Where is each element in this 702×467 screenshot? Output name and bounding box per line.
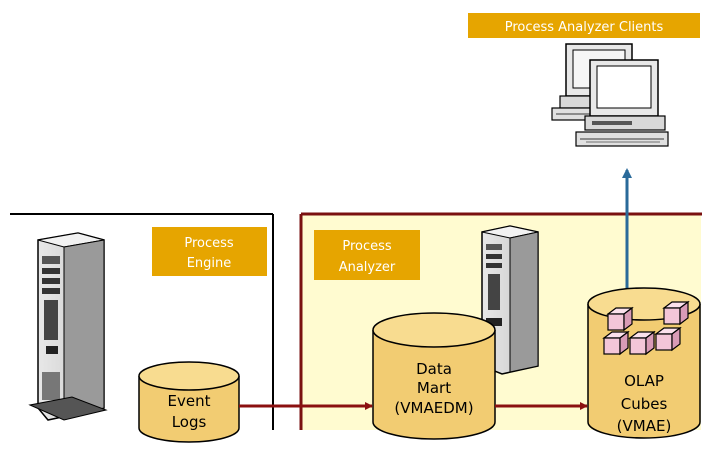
data-mart-line2: Mart xyxy=(417,379,451,397)
analyzer-label-line2: Analyzer xyxy=(339,260,396,275)
event-logs-cylinder: Event Logs xyxy=(138,361,240,443)
olap-line3: (VMAE) xyxy=(617,417,672,435)
data-mart-line1: Data xyxy=(416,360,452,378)
server-tower-icon xyxy=(28,232,108,421)
data-mart-line3: (VMAEDM) xyxy=(394,399,473,417)
engine-label-line1: Process xyxy=(184,236,234,251)
event-logs-line1: Event xyxy=(168,392,211,410)
event-logs-line2: Logs xyxy=(172,413,207,431)
clients-label: Process Analyzer Clients xyxy=(468,13,700,38)
olap-line1: OLAP xyxy=(624,372,664,390)
analyzer-label-line1: Process xyxy=(342,239,392,254)
olap-cube-icon xyxy=(602,300,690,356)
process-engine-label: Process Engine xyxy=(152,227,267,276)
process-analyzer-label: Process Analyzer xyxy=(314,230,420,280)
olap-line2: Cubes xyxy=(621,395,668,413)
process-engine-region xyxy=(10,213,274,430)
data-mart-cylinder: Data Mart (VMAEDM) xyxy=(372,312,496,440)
server-tower-icon xyxy=(481,225,539,375)
clients-label-text: Process Analyzer Clients xyxy=(505,20,664,35)
client-workstations-icon xyxy=(551,43,669,147)
engine-label-line2: Engine xyxy=(187,256,232,271)
